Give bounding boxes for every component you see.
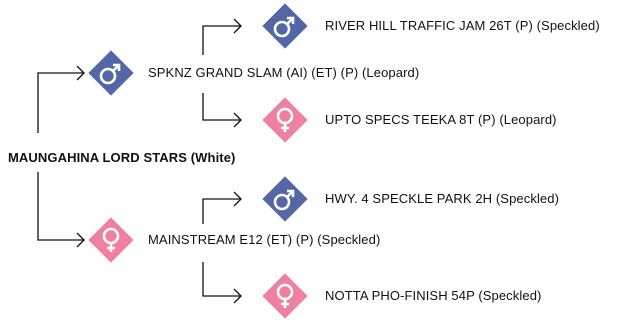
arrowhead-sire-to-grandsire [233,18,242,34]
arrowhead-root-to-dam [76,232,85,248]
female-symbol-icon [262,97,308,143]
male-symbol-icon [262,176,308,222]
male-symbol-icon [262,3,308,49]
connector-root-to-sire [37,72,84,133]
female-symbol-icon [88,217,134,263]
male-symbol-icon [88,50,134,96]
connector-root-to-dam [37,172,84,241]
root-animal-name: MAUNGAHINA LORD STARS (White) [8,150,236,165]
female-symbol-icon [262,273,308,319]
arrowhead-sire-to-granddam [233,112,242,128]
dam-sire-name: HWY. 4 SPECKLE PARK 2H (Speckled) [325,191,560,206]
arrowhead-dam-to-grandsire [233,191,242,207]
connector-sire-to-grandsire [202,25,241,55]
sire-sire-name: RIVER HILL TRAFFIC JAM 26T (P) (Speckled… [325,18,600,33]
connector-dam-to-grandsire [202,198,241,224]
arrowhead-root-to-sire [76,65,85,81]
sire-name: SPKNZ GRAND SLAM (AI) (ET) (P) (Leopard) [148,65,420,80]
arrowhead-dam-to-granddam [233,288,242,304]
dam-dam-name: NOTTA PHO-FINISH 54P (Speckled) [325,288,542,303]
connector-sire-to-granddam [202,93,241,121]
dam-name: MAINSTREAM E12 (ET) (P) (Speckled) [148,232,381,247]
connector-dam-to-granddam [202,262,241,297]
sire-dam-name: UPTO SPECS TEEKA 8T (P) (Leopard) [325,112,557,127]
